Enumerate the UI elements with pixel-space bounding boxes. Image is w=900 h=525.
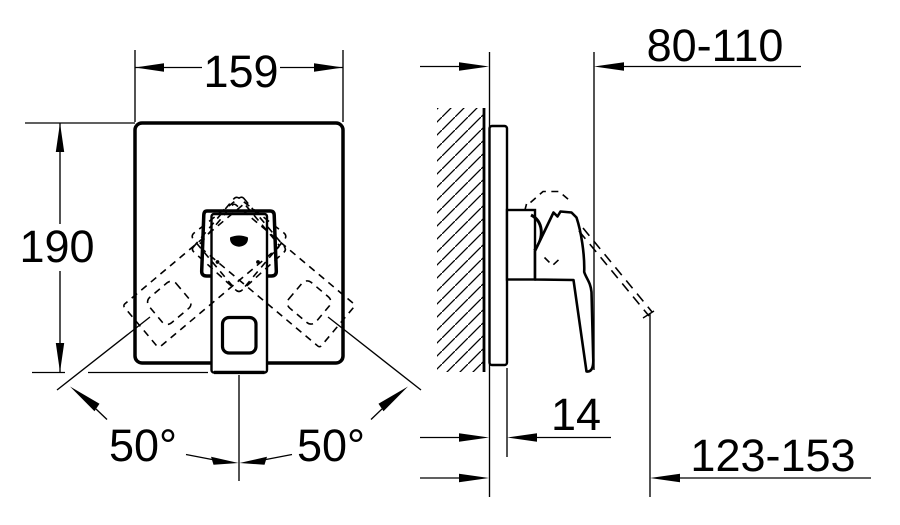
arrowhead-up-icon [55,123,65,152]
swing-envelope-line-2 [582,227,654,314]
lever-open-position-dashed [523,190,573,267]
arrowhead-right-icon [314,63,343,72]
side-view: 80-110 14 123-153 [420,20,871,497]
dimension-height: 190 [19,122,208,374]
handle-sleeve-side [505,208,537,281]
swing-envelope-end-tick [642,310,655,319]
swing-limit-line-right [327,316,422,391]
arrowhead-right-icon [459,433,489,442]
dimension-depth-range: 80-110 [420,20,801,71]
angle-arrowhead-right-icon [378,386,408,412]
swing-angle-left-value: 50° [109,420,177,471]
dimension-plate-thickness: 14 [420,389,611,442]
rotated-square-outline [286,280,332,325]
angle-vertex-arrows [185,453,293,465]
rotated-frame-outline [191,196,287,293]
angle-vertex-arrowhead-right-icon [239,456,267,465]
swing-limit-right [327,316,422,420]
open-lever-reach-value: 123-153 [690,430,855,481]
arrowhead-down-icon [55,343,65,372]
swing-limit-line-left [56,316,151,391]
angle-vertex-arrowhead-left-icon [211,456,239,465]
arrowhead-right-icon [459,62,489,71]
open-lever-notch-dashed [543,256,562,267]
depth-range-value: 80-110 [647,20,784,71]
front-view: 159 190 [19,46,422,481]
swing-limit-left [56,316,151,420]
angle-arrow-tail-right [370,408,383,420]
rotated-lever-outline [198,203,356,348]
arrowhead-right-icon [459,473,489,483]
rotated-frame-outline [191,196,287,293]
brand-logo-icon [229,235,249,247]
cube-handle [199,209,279,375]
handle-square-detail [220,315,258,355]
rotated-square-outline [146,280,192,326]
angle-tangent-lines [185,453,293,461]
swing-angle-right-value: 50° [297,420,365,471]
marker-dot-left-icon [215,260,220,264]
handle-rotated-right-dashed [191,196,356,348]
arrowhead-left-icon [650,473,680,483]
handle-lever-side [533,210,595,373]
arrowhead-left-icon [507,433,537,442]
angle-arrow-tail-left [95,408,108,420]
dimension-width: 159 [134,46,344,122]
handle-rotated-left-dashed [123,196,287,348]
swing-envelope-line-1 [578,230,650,317]
extension-lines-width [134,50,344,122]
open-lever-side-dash [523,203,528,214]
lever-swing-envelope-dashed [578,227,655,319]
dimension-open-lever-reach: 123-153 [420,430,871,483]
width-value: 159 [203,46,278,97]
arrowhead-left-icon [135,63,164,72]
escutcheon-plate-side [488,124,509,367]
open-lever-top-dashed [529,190,573,204]
angle-arrowhead-left-icon [70,386,100,412]
arrowhead-left-icon [594,62,624,71]
rotated-lever-outline [123,203,280,348]
wall-hatch [437,108,483,372]
plate-thickness-value: 14 [551,389,601,440]
height-value: 190 [19,221,94,272]
